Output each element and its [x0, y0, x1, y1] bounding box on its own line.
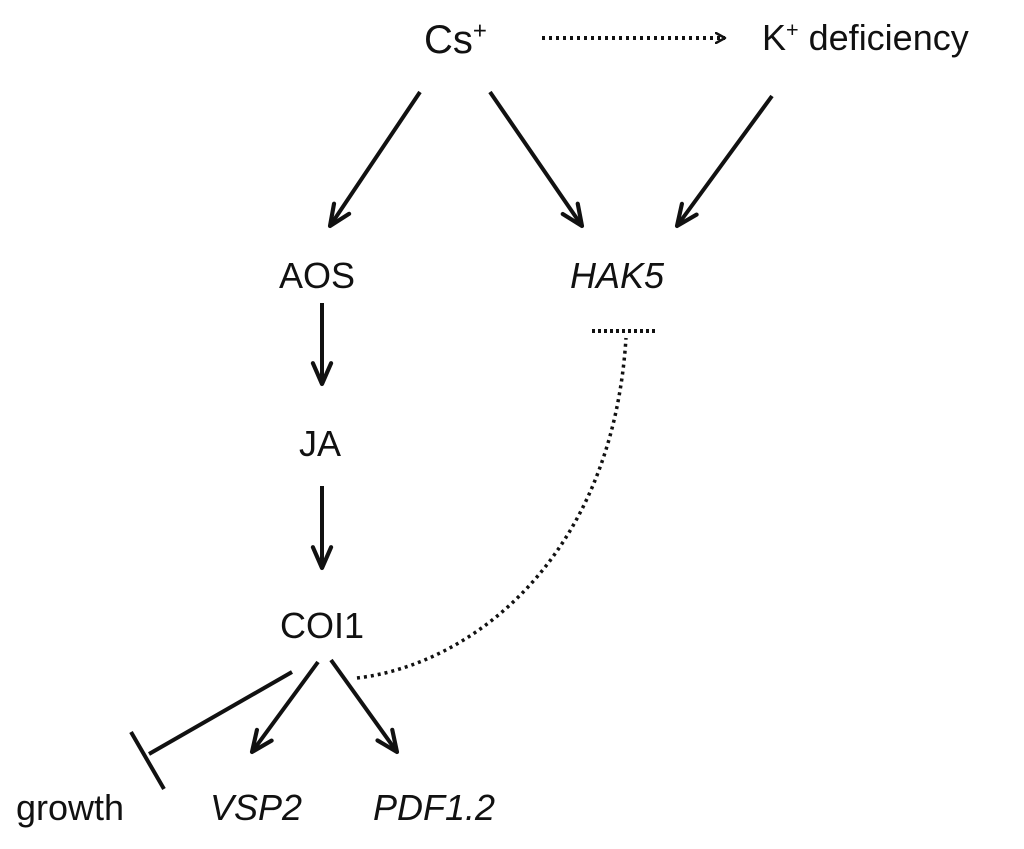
edge-kdeficiency-to-hak5: [674, 94, 774, 229]
node-aos: AOS: [279, 258, 355, 294]
edge-coi1-inhibits-hak5: [356, 337, 628, 680]
edge-coi1-to-vsp2: [249, 660, 320, 755]
node-pdf12-label: PDF1.2: [373, 787, 496, 828]
node-cs-label: Cs: [424, 18, 473, 62]
node-vsp2: VSP2: [210, 790, 302, 826]
node-hak5: HAK5: [570, 258, 664, 294]
node-k-deficiency-label: deficiency: [798, 17, 969, 58]
node-hak5-label: HAK5: [570, 255, 665, 296]
edge-cs-to-aos: [327, 90, 422, 229]
edge-coi1-to-pdf12: [329, 658, 400, 755]
edge-cs-to-hak5: [488, 90, 585, 229]
node-vsp2-label: VSP2: [210, 787, 303, 828]
node-pdf12: PDF1.2: [373, 790, 495, 826]
node-ja-label: JA: [299, 423, 342, 464]
node-k-label: K: [762, 17, 787, 58]
node-aos-label: AOS: [279, 255, 356, 296]
edge-coi1-inhibits-growth: [148, 670, 293, 756]
node-ja: JA: [299, 426, 341, 462]
node-coi1-label: COI1: [280, 605, 365, 646]
node-k-deficiency: K+ deficiency: [762, 17, 969, 58]
node-growth: growth: [16, 790, 124, 826]
node-cs-charge: +: [472, 17, 487, 45]
node-cs: Cs+: [424, 17, 487, 62]
node-k-charge: +: [786, 17, 799, 42]
growth-inhibition-bar: [129, 730, 166, 791]
node-coi1: COI1: [280, 608, 364, 644]
node-growth-label: growth: [16, 787, 125, 828]
